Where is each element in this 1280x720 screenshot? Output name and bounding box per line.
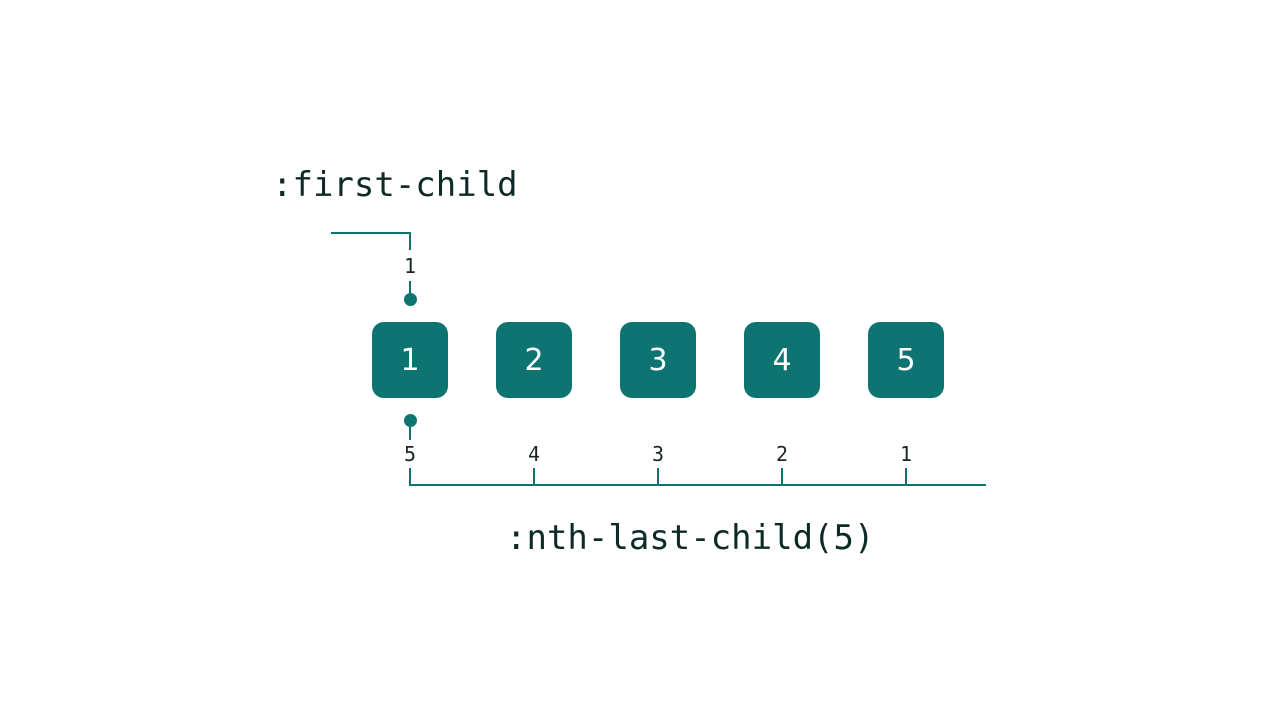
bottom-ruler-line (409, 484, 986, 486)
top-connector (409, 281, 411, 295)
ruler-tick-3 (657, 468, 659, 486)
child-box-4: 4 (744, 322, 820, 398)
nth-last-child-label: :nth-last-child(5) (506, 518, 875, 558)
ruler-tick-4 (781, 468, 783, 486)
bottom-index-5: 1 (899, 442, 913, 466)
bottom-dot-marker (403, 414, 417, 427)
first-child-label: :first-child (272, 165, 518, 205)
top-index: 1 (403, 254, 417, 278)
child-box-2: 2 (496, 322, 572, 398)
top-dot-marker (403, 293, 417, 306)
bottom-index-2: 4 (527, 442, 541, 466)
child-box-1: 1 (372, 322, 448, 398)
top-bracket-vertical (409, 232, 411, 250)
ruler-tick-1 (409, 468, 411, 486)
bottom-index-1: 5 (403, 442, 417, 466)
ruler-tick-5 (905, 468, 907, 486)
top-bracket-horizontal (331, 232, 411, 234)
child-box-5: 5 (868, 322, 944, 398)
child-box-3: 3 (620, 322, 696, 398)
bottom-index-4: 2 (775, 442, 789, 466)
ruler-tick-2 (533, 468, 535, 486)
bottom-index-3: 3 (651, 442, 665, 466)
bottom-connector (409, 422, 411, 440)
